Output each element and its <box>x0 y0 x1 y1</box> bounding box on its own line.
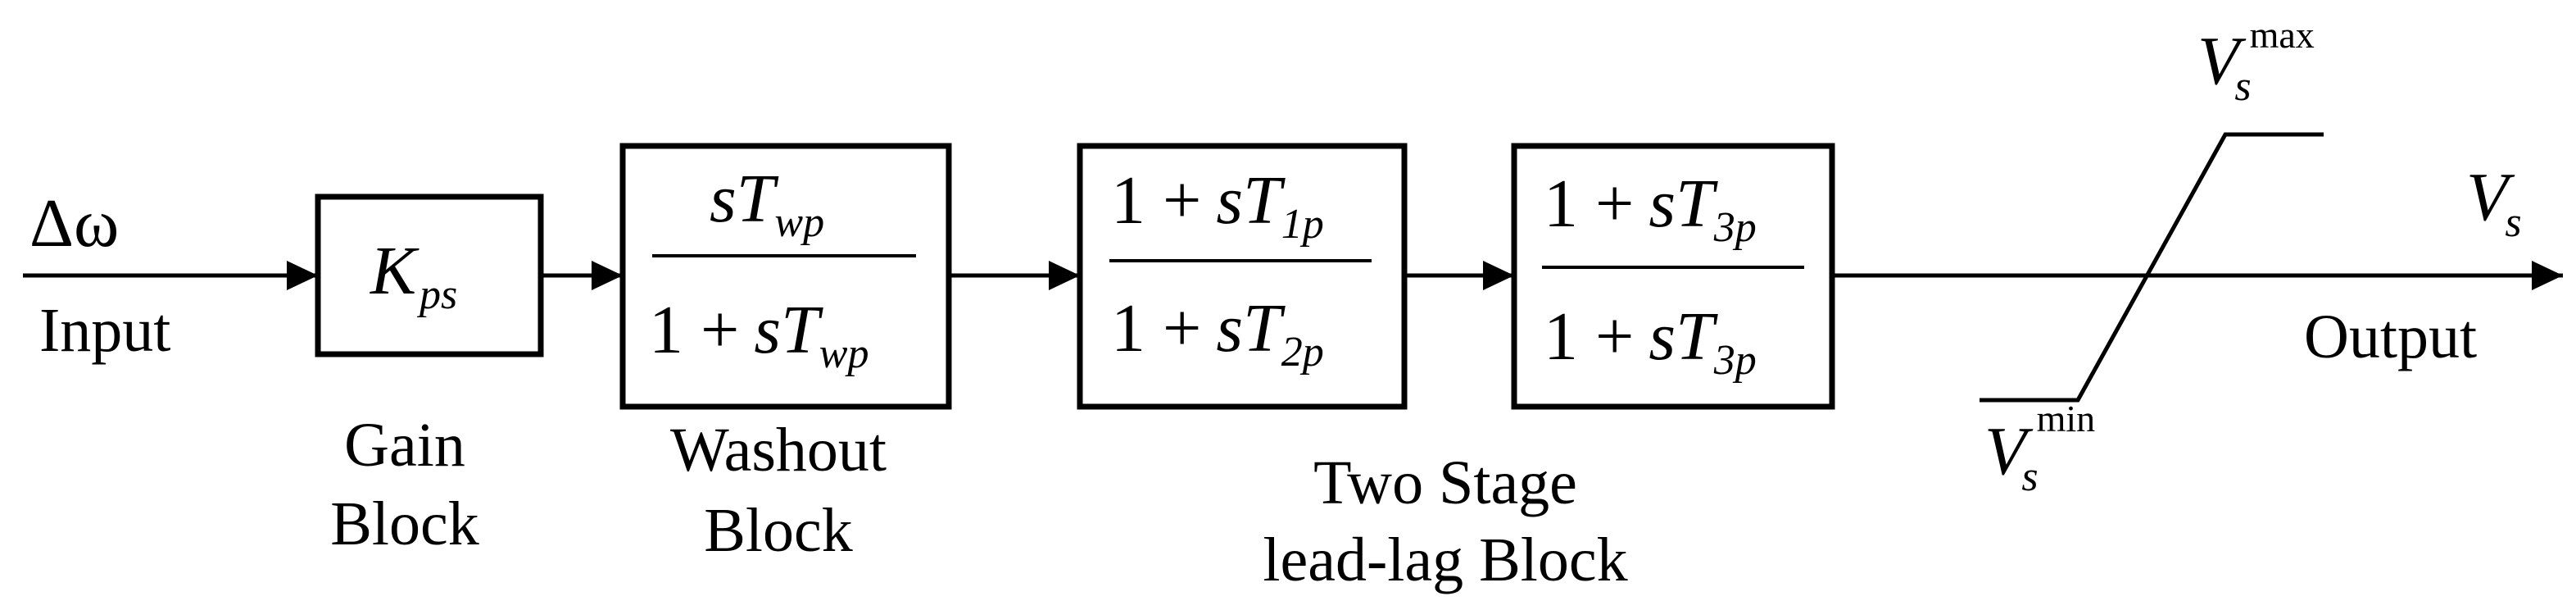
leadlag2-block-box <box>1511 143 1835 410</box>
gain-caption-line1: Gain <box>344 411 465 480</box>
leadlag2-numerator: 1 +sT3p <box>1544 166 1757 251</box>
arrowhead-icon <box>1049 261 1080 290</box>
leadlag1-denominator: 1 +sT2p <box>1111 290 1324 376</box>
output-symbol: Vs <box>2466 159 2522 246</box>
leadlag2-denominator: 1 +sT3p <box>1544 298 1757 384</box>
leadlag1-block-box <box>1077 143 1408 410</box>
arrowhead-icon <box>1483 261 1514 290</box>
input-symbol: Δω <box>29 185 119 262</box>
arrowhead-icon <box>2532 261 2563 290</box>
leadlag-caption-line2: lead-lag Block <box>1263 526 1627 594</box>
leadlag1-numerator: 1 +sT1p <box>1111 162 1324 248</box>
limiter-max-label: Vsmax <box>2197 14 2315 110</box>
washout-block-box <box>619 143 952 410</box>
gain-expression: Kps <box>370 233 457 318</box>
gain-block-box <box>315 193 544 357</box>
washout-caption-line1: Washout <box>670 416 887 485</box>
washout-numerator: sTwp <box>710 161 824 246</box>
gain-caption-line2: Block <box>330 489 479 558</box>
washout-denominator: 1 +sTwp <box>649 292 868 377</box>
signal-path <box>23 261 2563 290</box>
input-label: Input <box>39 296 170 365</box>
arrowhead-icon <box>592 261 623 290</box>
leadlag-caption-line1: Two Stage <box>1313 448 1577 517</box>
limiter-curve <box>1980 132 2324 403</box>
output-label: Output <box>2304 303 2477 371</box>
washout-caption-line2: Block <box>704 496 853 565</box>
limiter-min-label: Vsmin <box>1984 398 2095 500</box>
arrowhead-icon <box>287 261 318 290</box>
